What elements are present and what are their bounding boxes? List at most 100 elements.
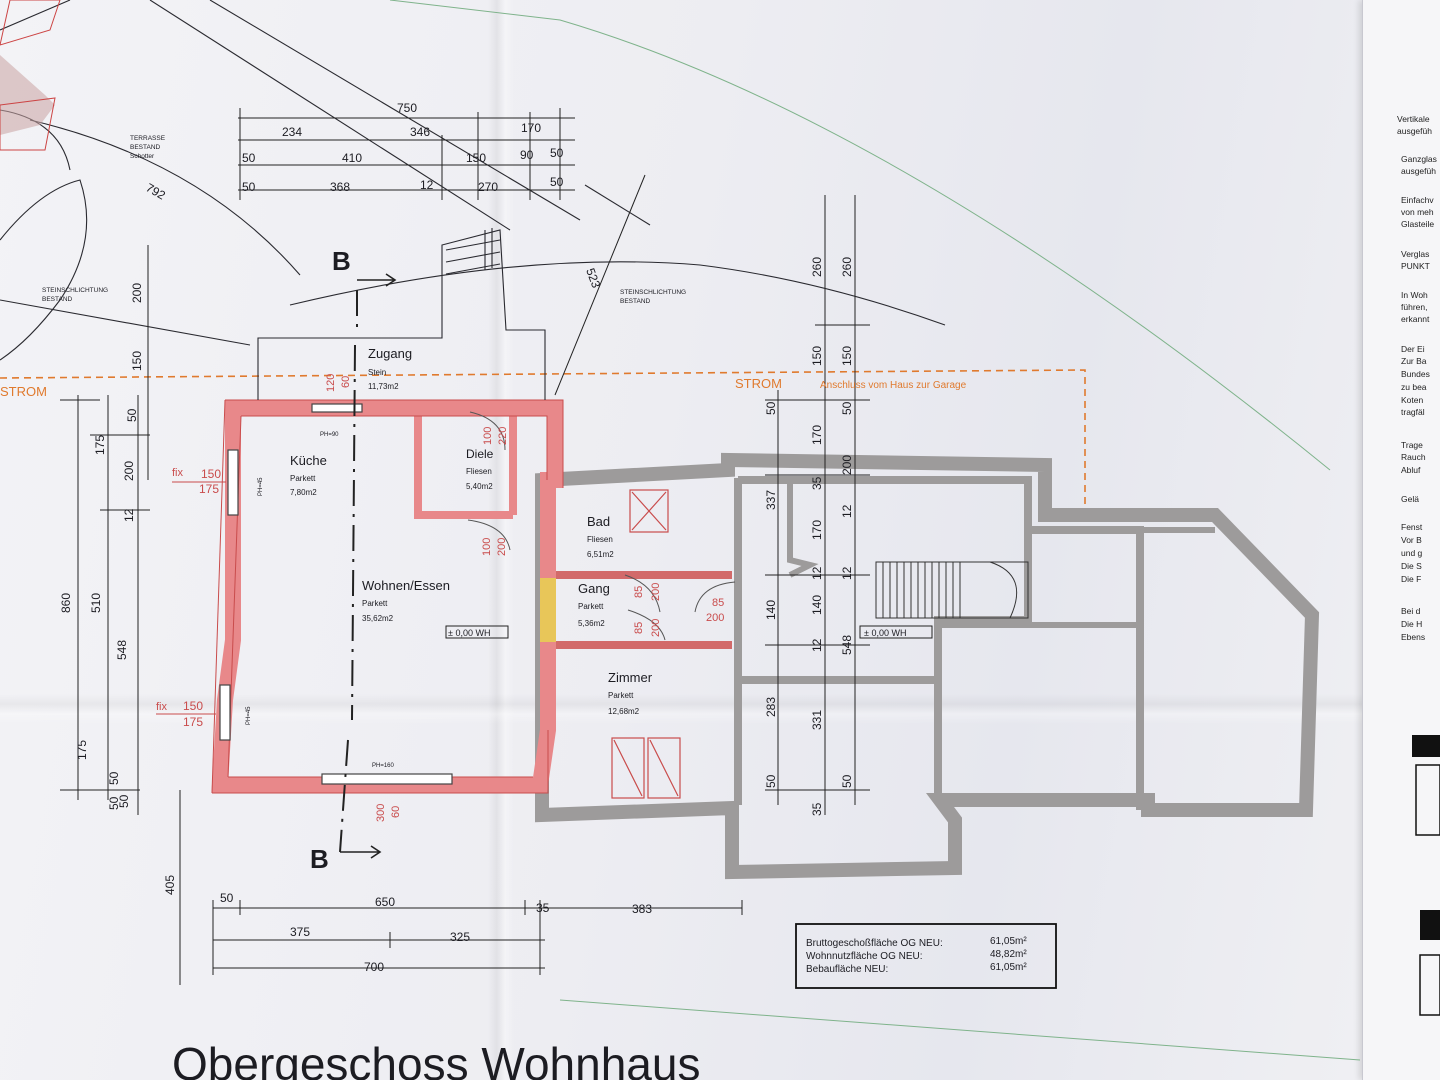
dim: 548	[840, 635, 854, 655]
opening-width: 120	[325, 374, 337, 392]
new-building	[211, 400, 563, 793]
fixtures	[611, 489, 681, 799]
dim: 234	[282, 125, 302, 139]
dim: 548	[115, 640, 129, 660]
dim: 175	[93, 435, 107, 455]
dim: 200	[130, 283, 144, 303]
dim: 50	[840, 774, 854, 788]
room-name: Zugang	[368, 346, 412, 361]
side-note-line: tragfäl	[1401, 407, 1425, 417]
room-floor: Fliesen	[587, 535, 613, 544]
level-mark: ± 0,00 WH	[448, 628, 490, 638]
dim: 170	[810, 425, 824, 445]
room-name: Küche	[290, 453, 327, 468]
opening-width: 100	[482, 427, 494, 445]
side-note-line: Ganzglas	[1401, 154, 1437, 164]
side-note-line: Bundes	[1401, 369, 1430, 379]
fix-width: 150	[201, 467, 221, 481]
window-note: PH=90	[320, 432, 339, 438]
stone-wall-label: STEINSCHLICHTUNG	[620, 289, 686, 296]
dim: 12	[810, 638, 824, 652]
site-lines	[0, 0, 946, 361]
door-swings	[467, 411, 736, 641]
strom-label: STROM	[735, 376, 782, 391]
dim: 700	[364, 960, 384, 974]
side-note-line: Gelä	[1401, 494, 1419, 504]
section-arrow-bottom	[340, 845, 382, 859]
dim: 50	[242, 151, 256, 165]
room-area: 11,73m2	[368, 382, 399, 391]
side-note-line: Die F	[1401, 574, 1421, 584]
dim: 140	[764, 600, 778, 620]
room-area: 5,40m2	[466, 482, 493, 491]
room-name: Gang	[578, 581, 610, 596]
terrace-label: BESTAND	[130, 144, 161, 151]
side-note-line: Trage	[1401, 440, 1423, 450]
side-note-line: Der Ei	[1401, 344, 1425, 354]
opening-width: 100	[481, 538, 493, 556]
side-note-line: zu bea	[1401, 382, 1427, 392]
opening-width: 300	[375, 804, 387, 822]
room-area: 6,51m2	[587, 550, 614, 559]
side-note-line: und g	[1401, 548, 1423, 558]
terrace-label: Schotter	[130, 153, 155, 160]
room-name: Zimmer	[608, 670, 653, 685]
wall-infill-yellow	[540, 578, 556, 642]
dim: 346	[410, 125, 430, 139]
strom-note: Anschluss vom Haus zur Garage	[820, 380, 967, 391]
dim: 12	[420, 178, 434, 192]
stone-wall-label: BESTAND	[42, 296, 73, 303]
dim: 170	[810, 520, 824, 540]
room-floor: Fliesen	[466, 467, 492, 476]
room-name: Diele	[466, 447, 494, 461]
strom-label: STROM	[0, 384, 47, 399]
side-note-line: Glasteile	[1401, 219, 1434, 229]
dim: 50	[764, 401, 778, 415]
room-name: Bad	[587, 514, 610, 529]
side-note-line: Bei d	[1401, 606, 1421, 616]
area-table-frame	[795, 923, 1057, 989]
dim: 150	[130, 351, 144, 371]
side-note-line: Fenst	[1401, 522, 1423, 532]
level-mark: ± 0,00 WH	[864, 628, 906, 638]
side-note-line: führen,	[1401, 302, 1427, 312]
entrance-zugang	[257, 228, 546, 400]
dim: 50	[117, 794, 131, 808]
dim: 375	[290, 925, 310, 939]
dim: 405	[163, 875, 177, 895]
dim: 325	[450, 930, 470, 944]
side-note-line: Die H	[1401, 619, 1422, 629]
opening-height: 200	[706, 612, 724, 624]
dim: 90	[520, 148, 534, 162]
area-value: 61,05m²	[990, 936, 1027, 947]
area-value: 48,82m²	[990, 949, 1027, 960]
dim: 150	[840, 346, 854, 366]
stone-wall-label: BESTAND	[620, 298, 651, 305]
side-note-line: ausgefüh	[1397, 126, 1432, 136]
opening-width: 85	[633, 622, 645, 634]
dim: 50	[550, 175, 564, 189]
dim: 50	[107, 771, 121, 785]
room-area: 35,62m2	[362, 614, 394, 623]
room-floor: Parkett	[362, 599, 388, 608]
side-notes: VertikaleausgefühGanzglasausgefühEinfach…	[1397, 114, 1437, 642]
page-title: Obergeschoss Wohnhaus	[172, 1038, 700, 1080]
dim: 50	[764, 774, 778, 788]
opening-width: 85	[633, 586, 645, 598]
window-note: PH=160	[372, 763, 395, 769]
dim: 50	[550, 146, 564, 160]
dim: 260	[840, 257, 854, 277]
dim: 750	[397, 101, 417, 115]
hatched-area	[0, 0, 61, 151]
section-marker-top: B	[332, 246, 351, 276]
dim: 12	[840, 504, 854, 518]
stone-wall-label: STEINSCHLICHTUNG	[42, 287, 108, 294]
window-note: PH=45	[258, 477, 264, 496]
opening-height: 60	[390, 806, 402, 818]
dim: 368	[330, 180, 350, 194]
side-note-line: erkannt	[1401, 314, 1430, 324]
room-floor: Parkett	[608, 691, 634, 700]
window-note: PH=45	[246, 706, 252, 725]
dim: 50	[242, 180, 256, 194]
